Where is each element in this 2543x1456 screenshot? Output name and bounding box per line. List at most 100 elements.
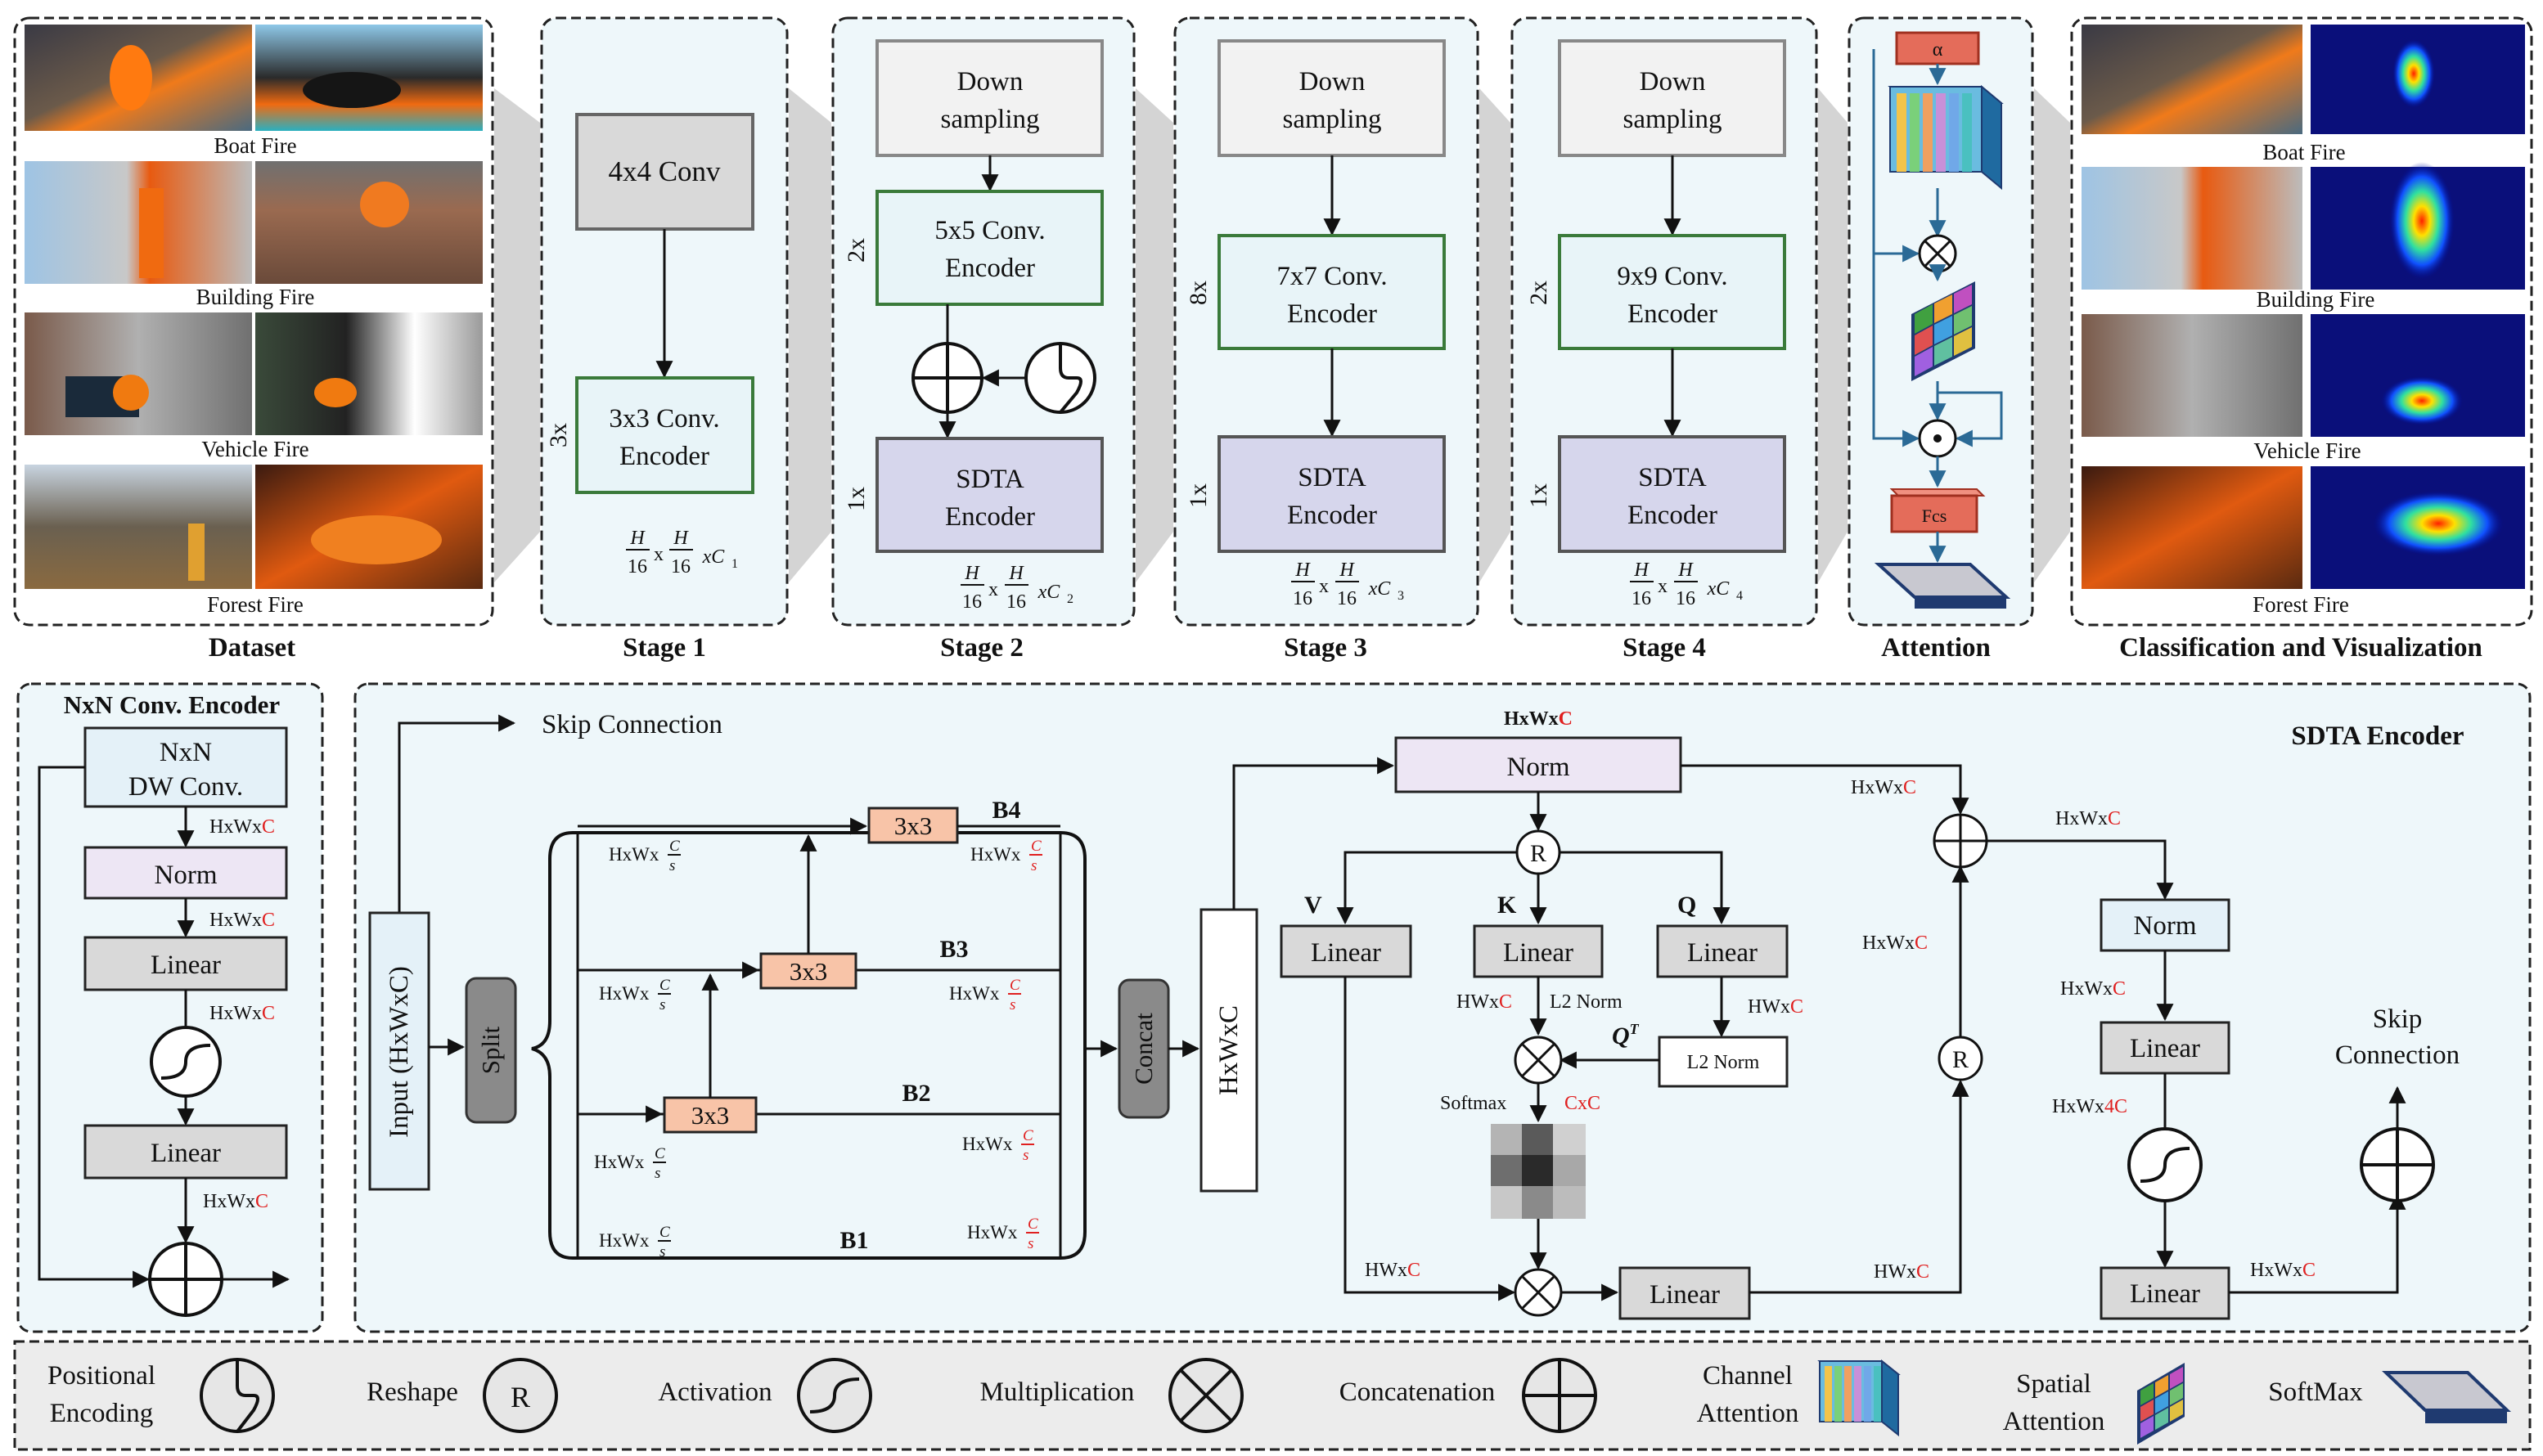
- svg-text:16: 16: [1006, 591, 1026, 613]
- svg-text:x: x: [988, 579, 998, 600]
- stage2-title: Stage 2: [940, 633, 1024, 663]
- sdta-split-label: Split: [476, 1026, 505, 1074]
- dataset-building-images: [25, 161, 483, 284]
- stage2-sdta-box: [875, 437, 1104, 553]
- stage2-encoder-box: [875, 190, 1104, 306]
- sdta-split-dims-left: HxWx C s HxWx C s HxWx C s HxWx C s: [594, 838, 681, 1261]
- svg-text:HxWx: HxWx: [962, 1134, 1013, 1154]
- sdta-b4-label: B4: [992, 797, 1020, 824]
- svg-text:Linear: Linear: [2130, 1034, 2200, 1063]
- stage2-repeat-sdta: 1x: [843, 487, 870, 511]
- stage4-sdta-box: [1558, 435, 1786, 553]
- class-label-forest: Forest Fire: [2253, 592, 2349, 617]
- attention-panel: α: [1848, 16, 2034, 627]
- legend-panel: Positional Encoding Reshape R Activation…: [13, 1340, 2532, 1451]
- stage1-title: Stage 1: [623, 633, 706, 663]
- svg-text:3x3: 3x3: [894, 811, 933, 840]
- attention-fcs-box: [1889, 488, 1986, 533]
- sdta-v-dim: HWxC: [1365, 1260, 1420, 1281]
- stage1-encoder-line1: 3x3 Conv.: [609, 404, 719, 434]
- svg-text:s: s: [659, 1243, 665, 1261]
- attention-alpha-box: [1895, 31, 1980, 65]
- svg-text:16: 16: [1337, 588, 1357, 609]
- nxn-dw-line2: DW Conv.: [128, 772, 243, 802]
- stage3-sdta-line2: Encoder: [1287, 501, 1377, 530]
- svg-text:s: s: [655, 1165, 660, 1182]
- stage2-encoder-line1: 5x5 Conv.: [934, 216, 1045, 245]
- legend-multiplication-label: Multiplication: [980, 1377, 1135, 1407]
- stage3-dims: H 16 x H 16 xC 3: [1291, 559, 1404, 609]
- nxn-dim-1: HxWxC: [209, 816, 275, 838]
- nxn-dw-conv-box: [83, 726, 288, 808]
- svg-text:s: s: [1031, 857, 1037, 874]
- sdta-title: SDTA Encoder: [2291, 721, 2464, 751]
- stage2-sdta-line1: SDTA: [956, 465, 1024, 494]
- svg-text:L2 Norm: L2 Norm: [1687, 1052, 1760, 1073]
- classification-panel: Boat Fire Building Fire Vehicle Fire For…: [2070, 16, 2533, 627]
- stage4-dims: H 16 x H 16 xC 4: [1630, 559, 1743, 609]
- svg-text:C: C: [1028, 1216, 1038, 1233]
- svg-text:16: 16: [628, 556, 647, 577]
- attention-title: Attention: [1881, 633, 1991, 663]
- attention-multiply-icon: [1918, 234, 1957, 273]
- stage4-title: Stage 4: [1623, 633, 1706, 663]
- svg-text:R: R: [511, 1381, 530, 1413]
- sdta-qt-label: QT: [1612, 1021, 1640, 1049]
- sdta-linear-right2-box: [2100, 1266, 2230, 1320]
- sdta-res-dim: HxWxC: [1851, 777, 1916, 798]
- svg-text:HxWx: HxWx: [967, 1222, 1018, 1243]
- stage2-down-line2: sampling: [941, 105, 1040, 134]
- stage2-panel: Down sampling 5x5 Conv. Encoder 2x SDTA …: [831, 16, 1136, 627]
- svg-text:x: x: [1319, 576, 1329, 597]
- stage1-conv-label: 4x4 Conv: [608, 155, 721, 187]
- svg-text:HxWx: HxWx: [599, 1230, 650, 1251]
- sdta-skip-right-line2: Connection: [2335, 1040, 2460, 1070]
- stage3-sdta-line1: SDTA: [1298, 463, 1366, 492]
- nxn-linear2-box: [83, 1124, 288, 1180]
- class-label-building: Building Fire: [2257, 287, 2375, 312]
- legend-channel-attention-icon: [1817, 1359, 1901, 1437]
- sdta-hwc-label: HxWxC: [1214, 1005, 1244, 1095]
- svg-text:1: 1: [731, 557, 738, 571]
- stage1-dims: H 16 x H 16 xC 1: [626, 528, 738, 577]
- dataset-forest-images: [25, 465, 483, 589]
- sdta-up-dim: HxWxC: [1862, 932, 1928, 954]
- dataset-label-forest: Forest Fire: [207, 592, 304, 617]
- attention-dot-icon: [1918, 419, 1957, 458]
- stage4-encoder-box: [1558, 234, 1786, 350]
- sdta-final-add-icon: [2360, 1127, 2435, 1202]
- nxn-activation-icon: [150, 1026, 222, 1098]
- svg-text:x: x: [654, 544, 664, 565]
- stage3-title: Stage 3: [1284, 633, 1367, 663]
- svg-text:s: s: [1023, 1147, 1028, 1164]
- svg-text:2: 2: [1067, 592, 1073, 606]
- svg-text:C: C: [669, 838, 680, 855]
- sdta-b1-label: B1: [839, 1227, 868, 1254]
- svg-text:H: H: [1008, 563, 1024, 584]
- nxn-title: NxN Conv. Encoder: [64, 690, 281, 719]
- svg-text:3x3: 3x3: [691, 1101, 730, 1130]
- stage4-repeat-sdta: 1x: [1525, 483, 1552, 508]
- sdta-add-icon: [1933, 813, 1988, 869]
- sdta-hwc-box: [1199, 908, 1258, 1193]
- svg-text:C: C: [655, 1145, 665, 1162]
- attention-alpha-label: α: [1933, 39, 1943, 61]
- stage1-encoder-line2: Encoder: [619, 442, 709, 471]
- stage3-down-line1: Down: [1299, 67, 1366, 97]
- svg-text:s: s: [1028, 1235, 1033, 1252]
- dataset-label-boat: Boat Fire: [214, 133, 296, 158]
- svg-text:16: 16: [671, 556, 691, 577]
- svg-text:H: H: [1339, 559, 1355, 581]
- stage2-down-box: [875, 39, 1104, 157]
- sdta-out-dim: HWxC: [1874, 1261, 1929, 1283]
- dataset-label-building: Building Fire: [196, 285, 315, 309]
- sdta-linear-out-box: [1618, 1266, 1751, 1320]
- sdta-skip-top-label: Skip Connection: [542, 710, 722, 739]
- svg-text:x: x: [1658, 576, 1668, 597]
- stage2-concat-icon: [911, 342, 983, 414]
- legend-softmax-icon: [2382, 1371, 2511, 1423]
- svg-text:16: 16: [1676, 588, 1695, 609]
- dataset-title: Dataset: [209, 633, 295, 663]
- stage2-sdta-line2: Encoder: [945, 502, 1035, 532]
- svg-text:C: C: [659, 1224, 670, 1241]
